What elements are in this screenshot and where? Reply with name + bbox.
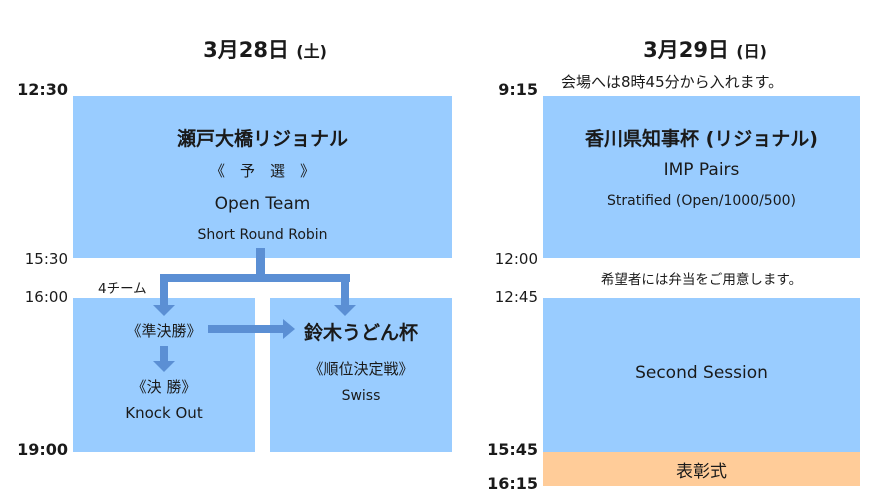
consolation-title: 鈴木うどん杯 <box>303 322 418 344</box>
semifinal-to-final-arrow <box>160 346 168 362</box>
consolation-session-box: 鈴木うどん杯 《順位決定戦》 Swiss <box>270 298 452 452</box>
arrow-down-right-icon <box>334 305 356 316</box>
prelim-session-box: 瀬戸大橋リジョナル 《 予 選 》 Open Team Short Round … <box>73 96 452 258</box>
first-session-event: IMP Pairs <box>663 160 740 180</box>
day2-time-second-start: 12:45 <box>494 288 538 306</box>
first-session-box: 香川県知事杯 (リジョナル) IMP Pairs Stratified (Ope… <box>543 96 860 258</box>
split-arrow-left-drop <box>160 274 168 306</box>
knockout-format: Knock Out <box>125 404 203 422</box>
split-arrow-stem <box>256 248 265 274</box>
first-session-title: 香川県知事杯 (リジョナル) <box>585 128 818 150</box>
split-arrow-bar <box>160 274 350 282</box>
award-ceremony-box: 表彰式 <box>543 452 860 486</box>
first-session-format: Stratified (Open/1000/500) <box>607 193 796 209</box>
prelim-event: Open Team <box>214 194 311 214</box>
day1-time-start: 12:30 <box>17 80 68 99</box>
arrow-right-icon <box>283 319 295 339</box>
day2-date: 3月29日 <box>643 38 729 62</box>
second-session-box: Second Session <box>543 298 860 452</box>
day2-day-of-week: (日) <box>736 42 767 61</box>
arrow-down-final-icon <box>153 361 175 372</box>
day1-time-prelim-end: 15:30 <box>24 250 68 268</box>
semifinal-label: 《準決勝》 <box>126 322 202 340</box>
semifinal-to-consolation-arrow <box>208 325 284 333</box>
final-label: 《決 勝》 <box>131 378 197 396</box>
teams-count-label: 4チーム <box>98 281 147 297</box>
day2-time-award-start: 15:45 <box>487 440 538 459</box>
prelim-title: 瀬戸大橋リジョナル <box>176 128 348 150</box>
award-ceremony-title: 表彰式 <box>676 462 727 482</box>
consolation-stage: 《順位決定戦》 <box>308 360 414 378</box>
day1-time-end: 19:00 <box>17 440 68 459</box>
second-session-title: Second Session <box>635 363 768 383</box>
prelim-stage: 《 予 選 》 <box>209 162 315 180</box>
day2-time-start: 9:15 <box>498 80 538 99</box>
day1-heading: 3月28日 (土) <box>150 34 380 64</box>
day1-day-of-week: (土) <box>296 42 327 61</box>
day1-date: 3月28日 <box>203 38 289 62</box>
split-arrow-right-drop <box>341 274 349 306</box>
venue-open-note: 会場へは8時45分から入れます。 <box>561 73 784 91</box>
day2-heading: 3月29日 (日) <box>590 34 820 64</box>
arrow-down-left-icon <box>153 305 175 316</box>
day1-time-finals-start: 16:00 <box>24 288 68 306</box>
day2-time-end: 16:15 <box>487 474 538 493</box>
lunch-note: 希望者には弁当をご用意します。 <box>600 272 803 288</box>
consolation-format: Swiss <box>341 388 381 404</box>
day2-time-lunch-start: 12:00 <box>494 250 538 268</box>
prelim-format: Short Round Robin <box>197 227 328 243</box>
knockout-session-box: 《準決勝》 《決 勝》 Knock Out <box>73 298 255 452</box>
